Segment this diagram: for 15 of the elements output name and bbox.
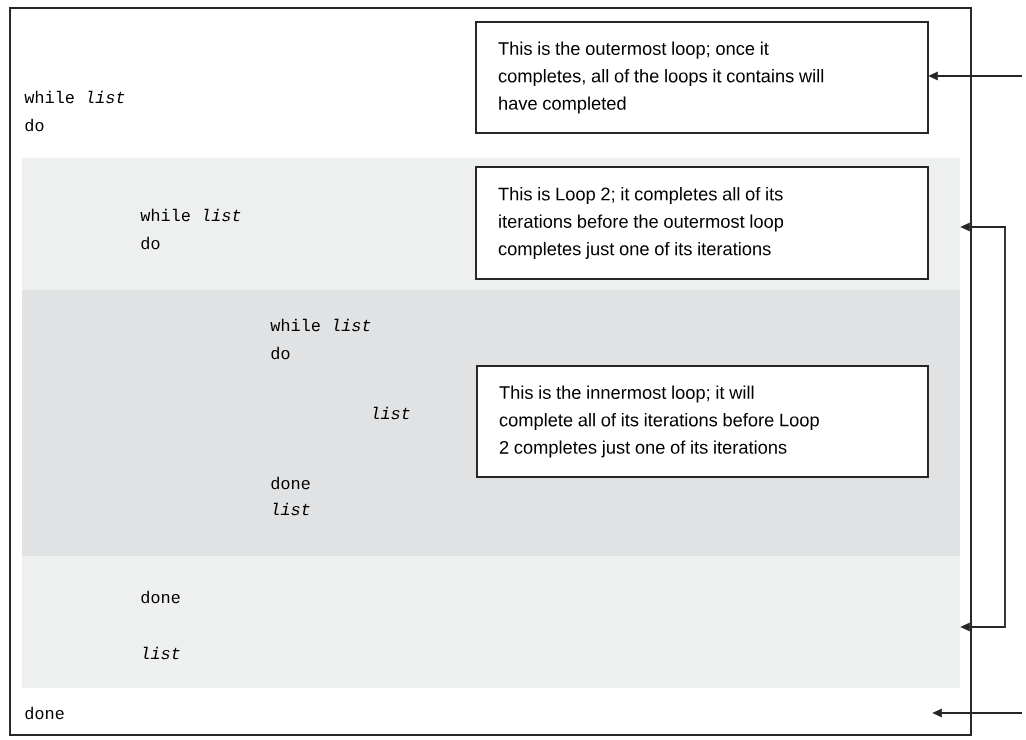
code-line: list	[373, 406, 410, 420]
code-line: list	[273, 502, 310, 516]
callout-box: This is the innermost loop; it will complete all of its iterations before Loop 2 completes just one of its iterations	[476, 365, 929, 478]
code-line: do	[141, 236, 160, 250]
code-line: done	[271, 476, 310, 490]
code-line: do	[271, 346, 290, 360]
code-line: done	[25, 706, 64, 720]
code-line: while list	[270, 318, 371, 332]
code-line: list	[143, 646, 180, 660]
code-line: while list	[24, 90, 125, 104]
code-line: done	[141, 590, 180, 604]
callout-box: This is the outermost loop; once it completes, all of the loops it contains will have completed	[475, 21, 929, 134]
callout-box: This is Loop 2; it completes all of its iterations before the outermost loop completes just one of its iterations	[475, 166, 929, 280]
code-line: do	[25, 118, 44, 132]
code-line: while list	[140, 208, 241, 222]
